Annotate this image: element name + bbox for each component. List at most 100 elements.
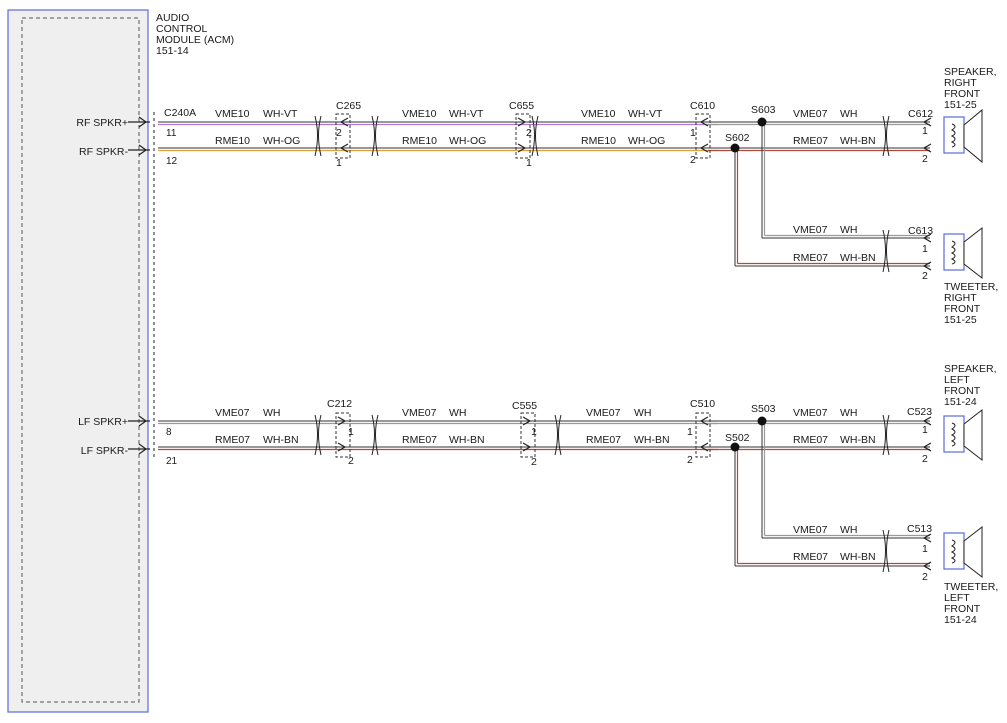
connector-c613: C613 (908, 225, 933, 237)
rf-speaker-label-4: 151-25 (944, 99, 977, 111)
wire-wh-og-seg2: WH-OG (449, 135, 486, 147)
connector-c265: C265 (336, 100, 361, 112)
connector-c240a: C240A (164, 107, 196, 119)
connector-c612: C612 (908, 108, 933, 120)
acm-module-inner (21, 17, 140, 703)
rf-tweeter-label-4: 151-25 (944, 314, 977, 326)
connector-c212: C212 (327, 398, 352, 410)
wire-wh-lf-seg3: WH (634, 407, 652, 419)
c265-pin-1: 1 (336, 157, 342, 169)
pin-label-lf-spkr-plus: LF SPKR+ (78, 416, 128, 428)
c655-pin-1: 1 (526, 157, 532, 169)
wire-vme10-seg3: VME10 (581, 108, 616, 120)
pin-label-lf-spkr-minus: LF SPKR- (81, 445, 129, 457)
lf-wires (158, 420, 930, 567)
c510-pin-1: 1 (687, 426, 693, 438)
lf-speaker-label-2: LEFT (944, 374, 970, 386)
splice-s602-dot (730, 143, 740, 153)
device-pin-arrows (922, 117, 932, 571)
wire-wh-lf-seg1: WH (263, 407, 281, 419)
wire-rme07-lf-seg3: RME07 (586, 434, 621, 446)
c610-pin-1: 1 (690, 127, 696, 139)
c555-pin-1: 1 (531, 426, 537, 438)
wire-vme10-seg1: VME10 (215, 108, 250, 120)
lf-speaker-label-3: FRONT (944, 385, 981, 397)
c612-pin-1: 1 (922, 125, 928, 137)
splice-s603: S603 (751, 104, 776, 116)
rf-speaker-label-1: SPEAKER, (944, 66, 997, 78)
wire-wh-bn-lf-tw: WH-BN (840, 551, 876, 563)
pin-label-rf-spkr-minus: RF SPKR- (79, 146, 129, 158)
wire-labels: VME10 WH-VT RME10 WH-OG VME10 WH-VT RME1… (215, 108, 876, 563)
wire-wh-vt-seg1: WH-VT (263, 108, 298, 120)
wire-rme10-seg1: RME10 (215, 135, 250, 147)
acm-module (7, 9, 149, 713)
wire-vme07-lf-seg3: VME07 (586, 407, 621, 419)
wire-wh-og-seg1: WH-OG (263, 135, 300, 147)
wire-wh-vt-seg2: WH-VT (449, 108, 484, 120)
c513-pin-2: 2 (922, 571, 928, 583)
wire-rme07-lf-seg1: RME07 (215, 434, 250, 446)
wire-vme07-lf-seg1: VME07 (215, 407, 250, 419)
rf-tweeter-label-3: FRONT (944, 303, 981, 315)
wire-vme07-lf-tw: VME07 (793, 524, 828, 536)
c555-pin-2: 2 (531, 456, 537, 468)
c613-pin-1: 1 (922, 243, 928, 255)
c212-pin-2: 2 (348, 455, 354, 467)
lf-speaker-label-1: SPEAKER, (944, 363, 997, 375)
connector-c513: C513 (907, 523, 932, 535)
tweeter-icon-rf (943, 226, 983, 280)
wire-wh-lf-tw: WH (840, 524, 858, 536)
pin-12: 12 (166, 156, 178, 167)
pin-21: 21 (166, 456, 178, 467)
connector-c610: C610 (690, 100, 715, 112)
wire-wh-og-seg3: WH-OG (628, 135, 665, 147)
acm-name-line-1: AUDIO (156, 12, 189, 24)
splice-s503-dot (757, 416, 767, 426)
lf-tweeter-label-2: LEFT (944, 592, 970, 604)
acm-name-line-3: MODULE (ACM) (156, 34, 234, 46)
inline-connector-boxes (335, 113, 711, 458)
rf-tweeter-label-2: RIGHT (944, 292, 977, 304)
module-pin-arrows (128, 116, 150, 455)
c265-pin-2: 2 (336, 127, 342, 139)
rf-tweeter-label-1: TWEETER, (944, 281, 998, 293)
c523-pin-1: 1 (922, 424, 928, 436)
acm-name-line-2: CONTROL (156, 23, 207, 35)
rf-wires (158, 121, 930, 267)
c212-pin-1: 1 (348, 426, 354, 438)
lf-speaker-label-4: 151-24 (944, 396, 977, 408)
pin-8: 8 (166, 427, 172, 438)
wire-wh-bn-lf-spk: WH-BN (840, 434, 876, 446)
c655-pin-2: 2 (526, 127, 532, 139)
connector-c555: C555 (512, 400, 537, 412)
splice-s603-dot (757, 117, 767, 127)
rf-speaker-label-2: RIGHT (944, 77, 977, 89)
inline-pin-numbers: 2 1 2 1 1 2 1 2 1 2 1 2 1 2 1 2 1 2 1 2 (336, 125, 928, 583)
wire-wh-bn-rf-spk: WH-BN (840, 135, 876, 147)
wire-vme07-rf-tw: VME07 (793, 224, 828, 236)
wire-rme10-seg2: RME10 (402, 135, 437, 147)
wire-wh-lf-seg2: WH (449, 407, 467, 419)
tweeter-icon-lf (943, 525, 983, 579)
c513-pin-1: 1 (922, 543, 928, 555)
inline-connector-arrows (337, 117, 709, 452)
wire-rme07-rf-tw: RME07 (793, 252, 828, 264)
wire-wh-bn-lf-seg3: WH-BN (634, 434, 670, 446)
c610-pin-2: 2 (690, 154, 696, 166)
wire-vme10-seg2: VME10 (402, 108, 437, 120)
pin-11: 11 (166, 128, 177, 139)
c613-pin-2: 2 (922, 270, 928, 282)
twisted-pair-markers (314, 115, 890, 573)
wire-rme10-seg3: RME10 (581, 135, 616, 147)
lf-tweeter-label-1: TWEETER, (944, 581, 998, 593)
connector-c523: C523 (907, 406, 932, 418)
connector-c655: C655 (509, 100, 534, 112)
c523-pin-2: 2 (922, 453, 928, 465)
c510-pin-2: 2 (687, 454, 693, 466)
splice-s503: S503 (751, 403, 776, 415)
wire-rme07-lf-seg2: RME07 (402, 434, 437, 446)
wire-wh-rf-spk: WH (840, 108, 858, 120)
wire-wh-bn-rf-tw: WH-BN (840, 252, 876, 264)
